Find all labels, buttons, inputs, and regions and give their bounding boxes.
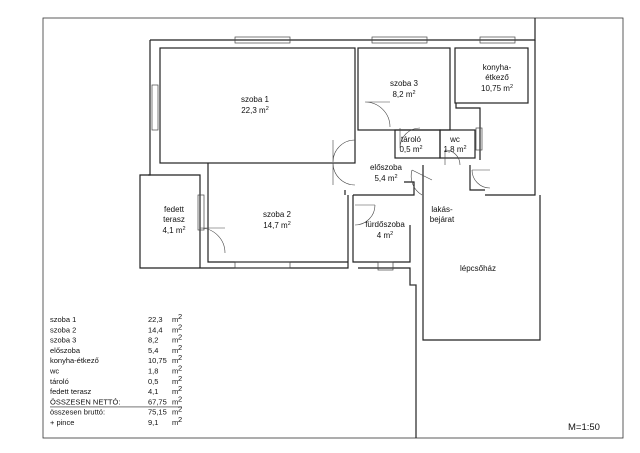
area-table-name: + pince	[50, 418, 74, 427]
label-eloszoba-name: előszoba	[370, 163, 403, 172]
area-table-unit-sup: 2	[178, 322, 182, 331]
label-bejarat1: lakás-	[431, 205, 453, 214]
area-table-name: konyha-étkező	[50, 356, 99, 365]
area-table-unit: m	[172, 346, 178, 355]
area-table-name: összesen bruttó:	[50, 408, 105, 417]
label-bejarat2: bejárat	[430, 215, 455, 224]
label-wc-area: 1,8 m2	[443, 145, 466, 154]
area-table-unit-sup: 2	[178, 333, 182, 342]
area-table-unit: m	[172, 418, 178, 427]
area-table-unit: m	[172, 367, 178, 376]
label-terasz-name1: fedett	[164, 205, 185, 214]
area-table-unit: m	[172, 397, 178, 406]
area-table-unit-sup: 2	[178, 405, 182, 414]
label-wc-name: wc	[449, 135, 460, 144]
doors	[199, 101, 491, 254]
area-table-name: fedett terasz	[50, 387, 92, 396]
area-table-unit: m	[172, 315, 178, 324]
label-konyha-area: 10,75 m2	[481, 84, 513, 93]
area-table-value: 22,3	[148, 315, 163, 324]
area-table-name: wc	[49, 367, 59, 376]
label-szoba1-name: szoba 1	[241, 95, 270, 104]
area-table-unit: m	[172, 377, 178, 386]
label-terasz-area: 4,1 m2	[162, 226, 185, 235]
area-table-unit: m	[172, 336, 178, 345]
windows	[151, 36, 516, 271]
label-szoba3-name: szoba 3	[390, 79, 419, 88]
area-table-value: 0,5	[148, 377, 158, 386]
area-table-value: 4,1	[148, 387, 158, 396]
sheet-frame	[42, 17, 624, 439]
label-szoba2-area: 14,7 m2	[263, 221, 291, 230]
area-table-name: szoba 1	[50, 315, 76, 324]
area-table-unit-sup: 2	[178, 364, 182, 373]
area-table-name: előszoba	[50, 346, 81, 355]
area-table-value: 14,4	[148, 325, 163, 334]
area-table-value: 9,1	[148, 418, 158, 427]
area-table-unit-sup: 2	[178, 384, 182, 393]
interior-walls	[148, 47, 529, 268]
area-table-value: 67,75	[148, 397, 167, 406]
area-table-value: 5,4	[148, 346, 158, 355]
label-lepcsohaz: lépcsőház	[460, 264, 496, 273]
area-table-name: tároló	[50, 377, 69, 386]
label-szoba1-area: 22,3 m2	[241, 106, 269, 115]
area-table-unit-sup: 2	[178, 312, 182, 321]
label-terasz-name2: terasz	[163, 215, 185, 224]
area-table-unit-sup: 2	[178, 415, 182, 424]
area-table-name: szoba 3	[50, 336, 76, 345]
label-tarolo-name: tároló	[401, 135, 422, 144]
area-table-value: 1,8	[148, 367, 158, 376]
scale-label: M=1:50	[568, 422, 600, 433]
area-table-unit-sup: 2	[178, 374, 182, 383]
area-table-name: ÖSSZESEN NETTÓ:	[50, 397, 120, 406]
area-table-unit: m	[172, 325, 178, 334]
label-szoba3-area: 8,2 m2	[392, 90, 415, 99]
area-table-unit-sup: 2	[178, 353, 182, 362]
room-labels: szoba 1 22,3 m2 szoba 2 14,7 m2 szoba 3 …	[162, 63, 513, 273]
label-furdoszoba-name: fürdőszoba	[365, 220, 405, 229]
label-furdoszoba-area: 4 m2	[377, 231, 393, 240]
area-table-value: 8,2	[148, 336, 158, 345]
area-table-value: 10,75	[148, 356, 167, 365]
area-table-unit: m	[172, 408, 178, 417]
label-tarolo-area: 0,5 m2	[399, 145, 422, 154]
area-table-name: szoba 2	[50, 325, 76, 334]
label-konyha-name1: konyha-	[483, 63, 512, 72]
area-table-value: 75,15	[148, 408, 167, 417]
label-konyha-name2: étkező	[485, 73, 509, 82]
area-table-unit-sup: 2	[178, 343, 182, 352]
label-eloszoba-area: 5,4 m2	[374, 174, 397, 183]
label-szoba2-name: szoba 2	[263, 210, 292, 219]
area-table-unit: m	[172, 356, 178, 365]
area-table-unit: m	[172, 387, 178, 396]
area-table-unit-sup: 2	[178, 394, 182, 403]
